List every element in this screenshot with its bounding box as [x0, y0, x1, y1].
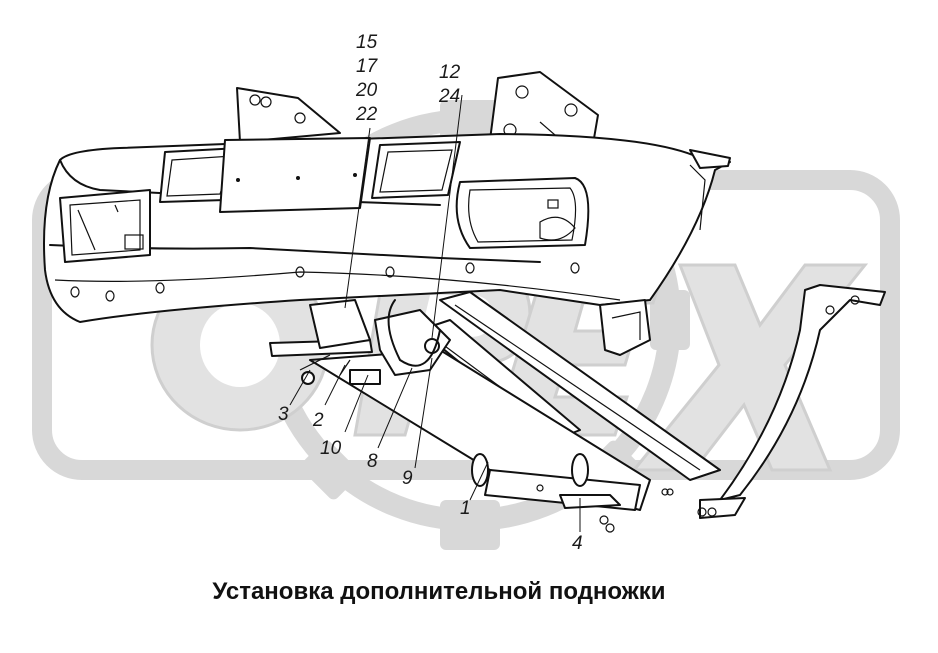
- callout-22: 22: [355, 104, 378, 125]
- callout-8: 8: [367, 451, 378, 472]
- bumper-assembly: [43, 71, 731, 323]
- callout-24: 24: [438, 86, 460, 107]
- callout-20: 20: [355, 80, 378, 101]
- callout-10: 10: [320, 438, 342, 459]
- callout-labels: 15 17 20 22 12 24 3 2 10 8 9 1 4: [278, 32, 583, 554]
- callout-1: 1: [460, 498, 471, 519]
- callout-9: 9: [402, 468, 413, 489]
- callout-2: 2: [312, 410, 324, 431]
- callout-12: 12: [439, 62, 461, 83]
- callout-4: 4: [572, 533, 583, 554]
- callout-17: 17: [356, 56, 379, 77]
- auxiliary-step: [269, 284, 886, 533]
- callout-15: 15: [356, 32, 378, 53]
- figure-caption: Установка дополнительной подножки: [212, 578, 666, 605]
- callout-3: 3: [278, 404, 289, 425]
- leader-lines: [289, 94, 581, 532]
